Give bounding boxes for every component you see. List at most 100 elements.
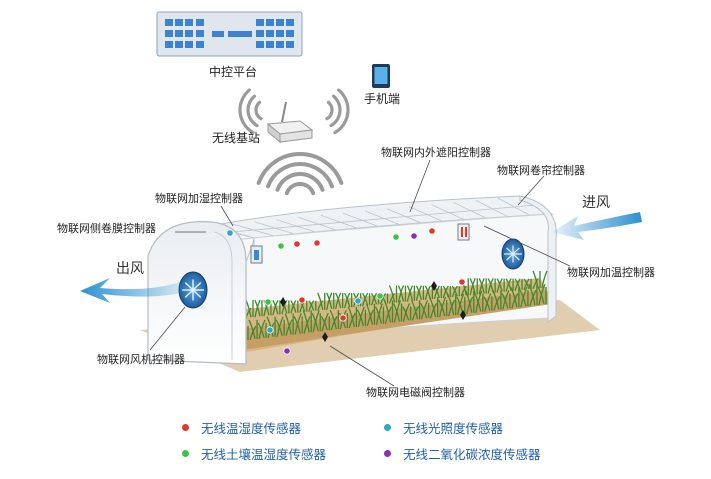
crop-blade (326, 292, 333, 310)
rack-cell (240, 31, 252, 37)
legend-label: 无线土壤温湿度传感器 (201, 447, 327, 462)
rack-cell (286, 41, 294, 48)
crop-blade (484, 293, 492, 312)
crop-blade (263, 299, 270, 316)
sensor-marker (283, 347, 291, 355)
sensor-marker (313, 239, 321, 247)
crop-blade (357, 306, 365, 328)
rack-cell (256, 30, 264, 37)
crop-blade (347, 306, 356, 328)
crop-blade (538, 283, 546, 306)
sensor-marker (266, 326, 274, 334)
valve-icon (322, 332, 328, 342)
crop-blade (411, 306, 420, 321)
fan-blade (184, 289, 194, 298)
sensor-marker (293, 240, 301, 248)
rack-cell (256, 41, 264, 48)
crop-blade (397, 285, 405, 302)
crop-blade (519, 289, 527, 307)
sensor-marker (392, 233, 400, 241)
wifi-wave-icon (238, 88, 350, 196)
fan-blade (512, 253, 520, 261)
legend-label: 无线温湿度传感器 (201, 421, 302, 436)
rack-cell (266, 19, 274, 26)
wifi-wave-arc (329, 94, 342, 128)
crop-blade (317, 292, 324, 310)
heater-device (457, 223, 470, 241)
crop-blade (492, 290, 500, 310)
crop-blade (528, 283, 536, 306)
crop-blade (393, 300, 402, 323)
rack-cell (196, 41, 204, 48)
sensor-marker (410, 232, 418, 240)
rack-cell (196, 19, 204, 26)
crop-blade (320, 315, 328, 331)
crop-blade (401, 306, 410, 321)
wifi-wave-arc (333, 88, 350, 135)
valve-controller-label: 物联网电磁阀控制器 (366, 386, 465, 399)
crop-blade (532, 278, 539, 290)
crop-blade (496, 278, 503, 292)
valve-icon (431, 281, 437, 291)
crop-blade (329, 309, 337, 330)
crop-blade (248, 319, 256, 340)
rack-cell (196, 30, 204, 37)
rack-cell (185, 41, 193, 48)
crop-blade (447, 293, 455, 316)
crop-blade (451, 285, 458, 297)
crop-blade (438, 299, 446, 317)
central-platform-label: 中控平台 (209, 65, 258, 79)
crop-blade (505, 278, 512, 291)
crop-blade (457, 293, 465, 316)
crop-rows (236, 270, 555, 341)
legend-item-temp-humidity: 无线温湿度传感器 (182, 418, 301, 437)
crop-blade (266, 316, 274, 337)
humidify-controller-label: 物联网加湿控制器 (155, 192, 243, 205)
crop-blade (478, 278, 485, 294)
crop-blade (375, 303, 384, 325)
heating-controller-label: 物联网加温控制器 (567, 266, 655, 279)
wifi-wave-arc (284, 182, 316, 196)
crop-blade (290, 300, 297, 313)
roof-grid-line (231, 204, 537, 233)
crop-blade (541, 270, 548, 289)
crop-blade (249, 325, 257, 341)
crop-blade (537, 286, 545, 305)
rack-cell (266, 41, 274, 48)
crop-blade (276, 316, 284, 337)
sensor-marker (354, 297, 362, 305)
rack-cell (185, 30, 193, 37)
crop-blade (520, 287, 528, 308)
crop-blade (415, 285, 423, 300)
legend-item-light: 无线光照度传感器 (384, 418, 503, 437)
crop-blade (321, 312, 329, 332)
crop-blade (483, 296, 491, 311)
crop-blade (388, 293, 396, 304)
rack-cell (165, 19, 173, 26)
crop-blade (392, 303, 401, 322)
crop-blade (302, 310, 310, 333)
airflow-arrow-icon-out (80, 278, 184, 303)
rack-cell (276, 30, 284, 37)
fan-icon-right (501, 238, 525, 270)
crop-blade (348, 312, 356, 329)
crop-blade (272, 300, 279, 315)
sensor-marker (226, 229, 234, 237)
crop-blade (258, 319, 266, 340)
crop-blade (335, 292, 342, 309)
crop-blade (429, 296, 437, 318)
fan-blade (512, 247, 520, 255)
crop-blade (284, 313, 292, 335)
rack-cell (175, 30, 183, 37)
rack-cell (286, 19, 294, 26)
legend-swatch (182, 450, 189, 457)
crop-blade (465, 290, 473, 313)
crop-blade (254, 299, 261, 317)
sensor-marker (298, 296, 306, 304)
crop-blade (475, 290, 483, 313)
crop-blade (275, 319, 283, 336)
crop-blade (388, 285, 396, 303)
wifi-wave-arc (256, 152, 344, 185)
legend-label: 无线二氧化碳浓度传感器 (403, 447, 541, 462)
